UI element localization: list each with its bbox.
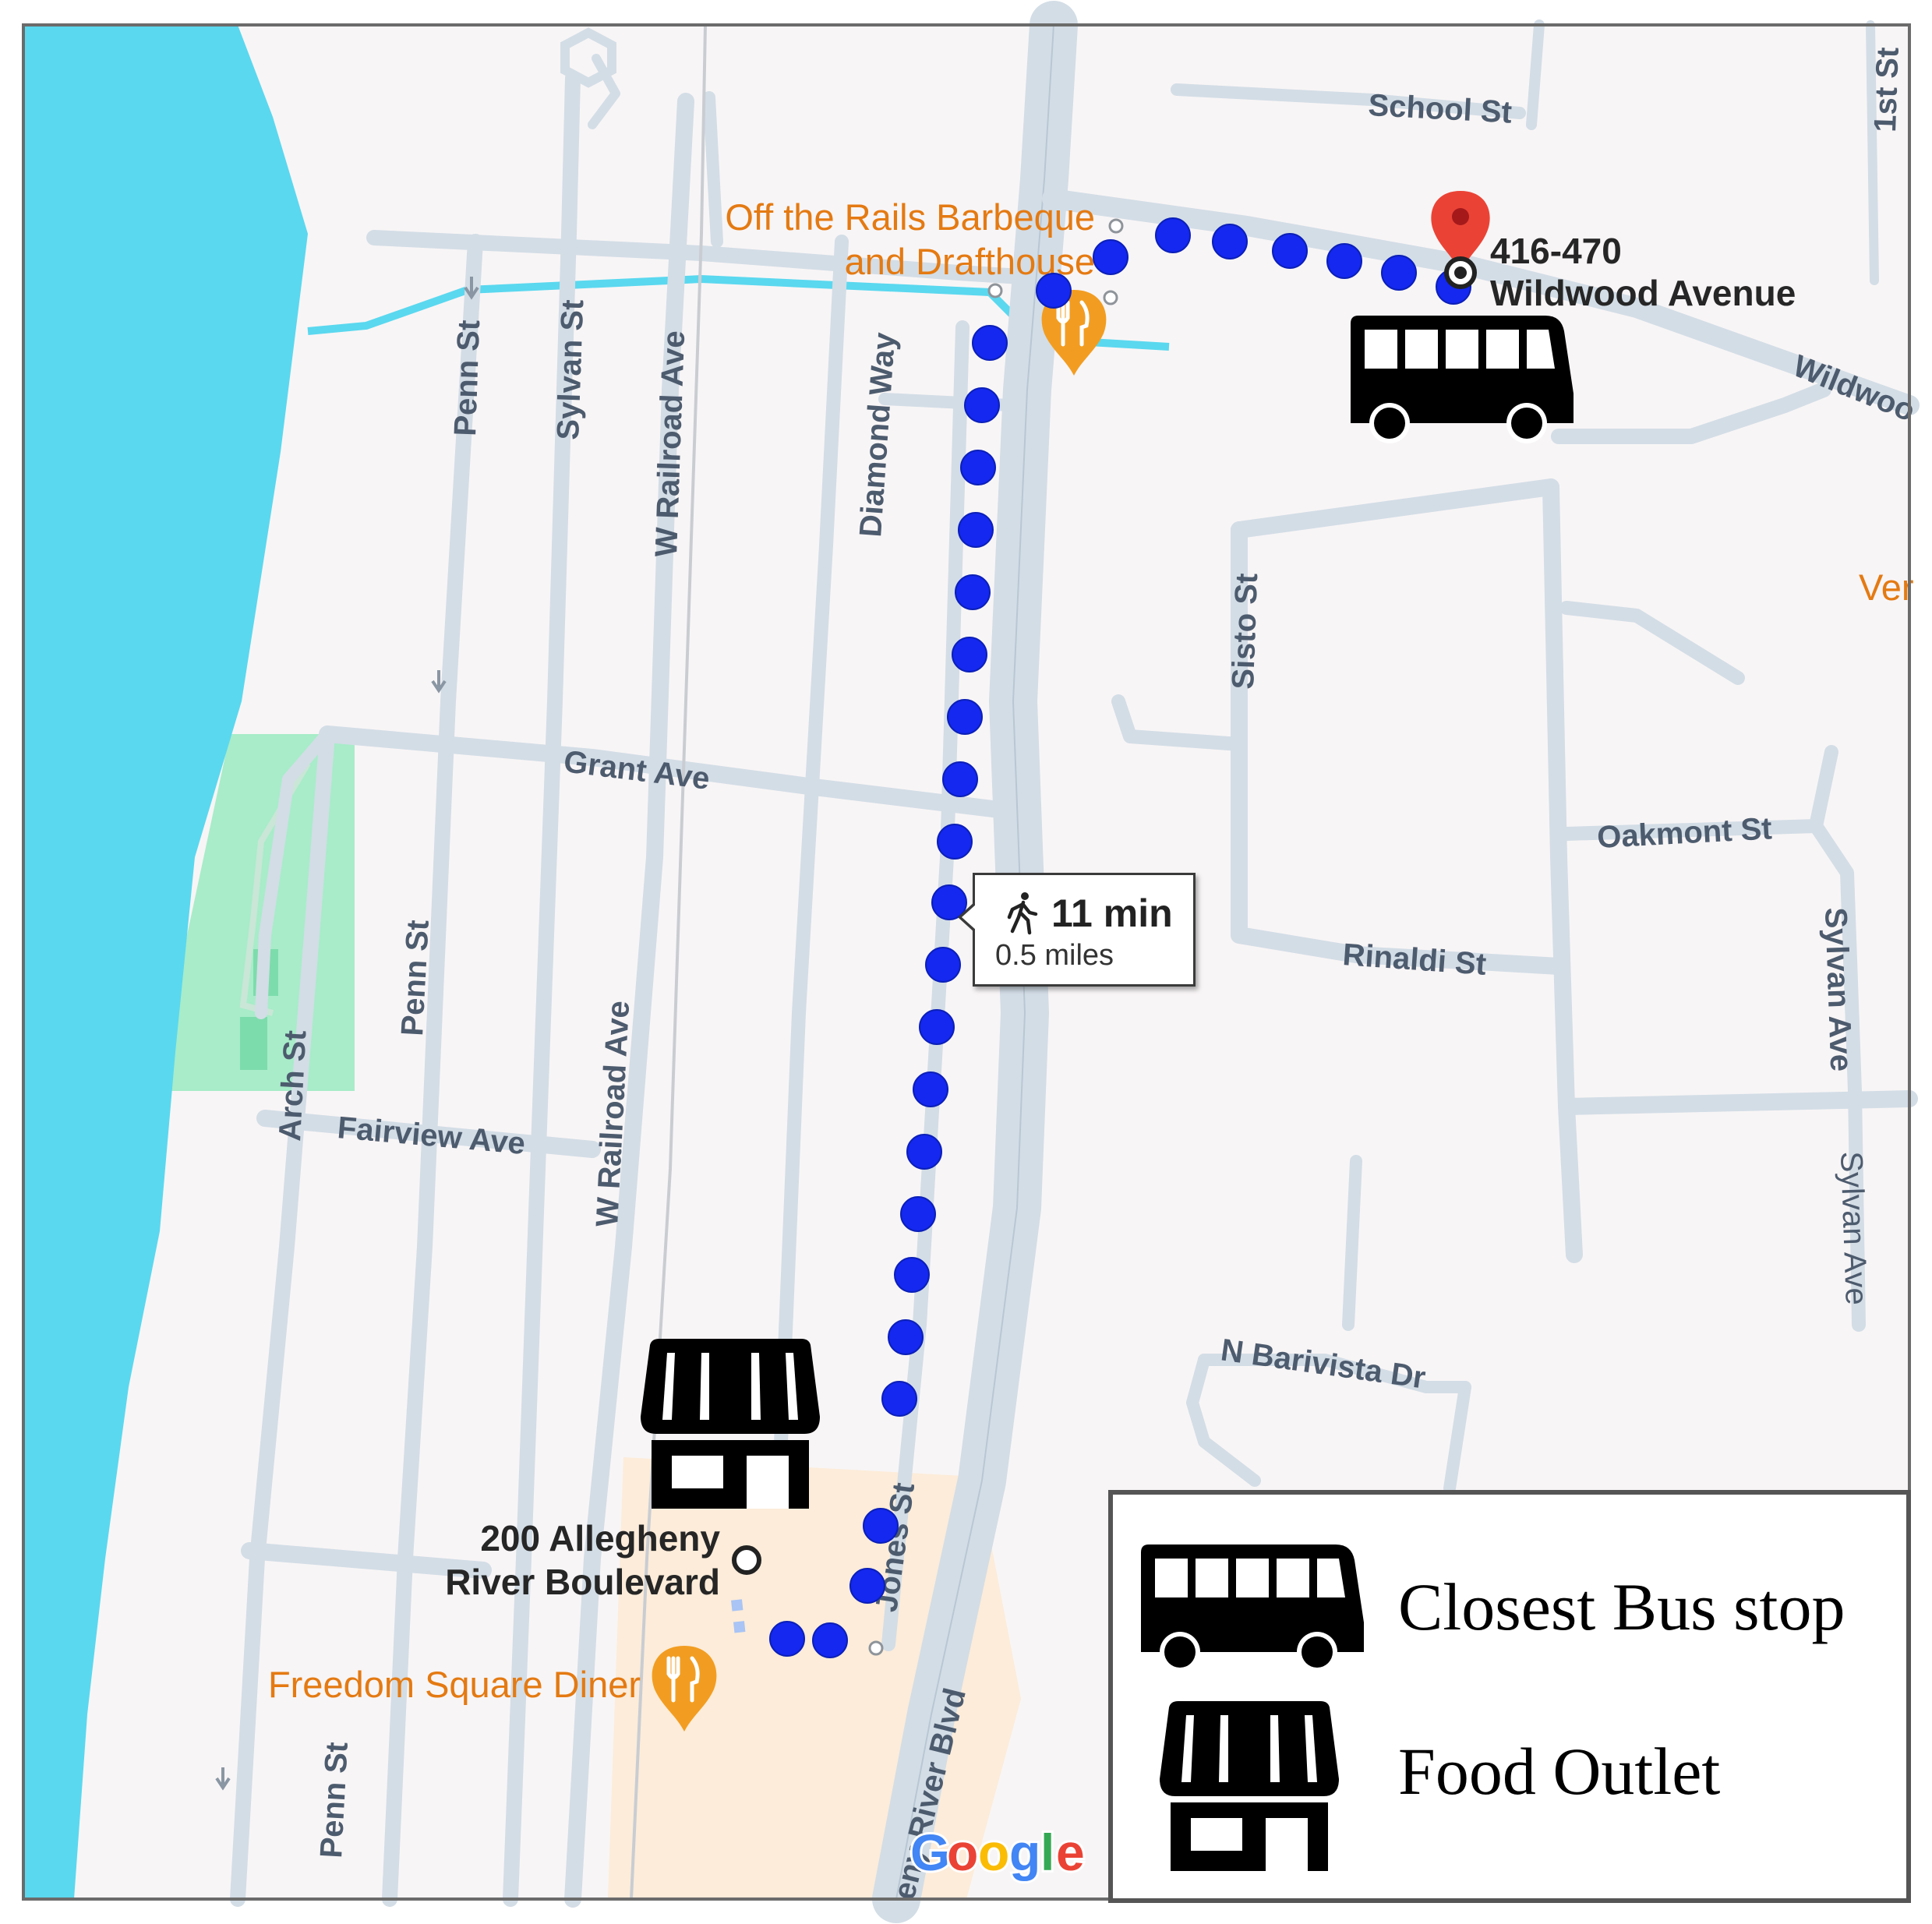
route-dot (1036, 273, 1072, 309)
street-label-school-st: School St (1368, 88, 1513, 130)
road-network (230, 1, 1920, 1923)
legend-item-bus-stop: Closest Bus stop (1113, 1526, 1906, 1705)
route-duration: 11 min (1051, 891, 1173, 935)
street-label-sylvan-ave-2: Sylvan Ave (1834, 1151, 1874, 1306)
map-frame (22, 23, 1911, 1901)
storefront-icon (1160, 1701, 1339, 1871)
svg-text:e: e (1056, 1823, 1085, 1881)
route-dot (1093, 239, 1128, 275)
route-dot (888, 1319, 924, 1355)
bus-icon (1141, 1544, 1364, 1672)
legend-item-food-outlet: Food Outlet (1113, 1701, 1906, 1880)
route-dot (881, 1381, 917, 1417)
route-dot (1326, 243, 1362, 279)
one-way-arrow-icon (215, 1767, 231, 1791)
river (23, 25, 308, 1899)
street-label-1st-st: 1st St (1868, 47, 1906, 132)
destination-pin-icon[interactable] (1431, 191, 1490, 289)
bus-icon (1351, 316, 1574, 443)
route-distance: 0.5 miles (995, 939, 1114, 972)
street-label-arch-st: Arch St (273, 1029, 313, 1142)
street-label-w-railroad-ave: W Railroad Ave (649, 330, 691, 558)
one-way-arrow-icon (464, 277, 479, 300)
route-dot (1155, 217, 1191, 253)
street-label-penn-st-3: Penn St (314, 1741, 355, 1859)
street-label-penn-st-2: Penn St (395, 919, 436, 1036)
destination-address-line1: 416-470 (1490, 231, 1622, 271)
route-dot (958, 512, 994, 548)
svg-text:o: o (947, 1823, 978, 1881)
origin-address-line1: 200 Allegheny (480, 1518, 720, 1559)
route-dot (900, 1196, 936, 1232)
route-connector (731, 1599, 746, 1637)
route-dot (812, 1622, 848, 1658)
svg-text:l: l (1040, 1823, 1054, 1881)
route-dot (937, 824, 973, 860)
route-dot (952, 637, 987, 673)
restaurant-pin-icon[interactable] (652, 1646, 717, 1732)
origin-marker[interactable] (732, 1545, 761, 1575)
route-info-bubble[interactable]: 11 min 0.5 miles (958, 873, 1196, 987)
legend-label-bus-stop: Closest Bus stop (1398, 1569, 1845, 1644)
route-waypoint (868, 218, 1124, 1656)
route-dot (769, 1621, 805, 1657)
legend-label-food-outlet: Food Outlet (1398, 1734, 1721, 1809)
route-dot (849, 1568, 885, 1604)
svg-text:g: g (1009, 1823, 1040, 1881)
street-label-sylvan-ave: Sylvan Ave (1818, 907, 1858, 1072)
restaurant-pin-icon[interactable] (1041, 290, 1107, 376)
street-label-penn-st: Penn St (448, 319, 486, 436)
route-dot (919, 1009, 955, 1045)
route-dot (947, 699, 983, 735)
route-dot (906, 1134, 942, 1170)
storefront-icon (641, 1339, 820, 1509)
route-dot (1381, 255, 1417, 291)
route-dot (1212, 224, 1248, 259)
route-dot (942, 761, 978, 797)
route-dot (972, 325, 1008, 361)
route-dot (894, 1257, 930, 1293)
roundabout (560, 27, 616, 88)
route-dot (960, 450, 996, 485)
railroad (630, 24, 707, 1900)
poi-label-partial: Ver (1859, 567, 1914, 608)
street-label-sylvan-st: Sylvan St (551, 299, 590, 441)
origin-address-line2: River Boulevard (445, 1562, 720, 1602)
route-dot (964, 387, 1000, 423)
park-field (240, 1017, 267, 1070)
bubble-pointer-fill (962, 904, 977, 930)
svg-text:o: o (978, 1823, 1009, 1881)
poi-label-off-the-rails: Off the Rails Barbeque (725, 196, 1095, 238)
route-dot (863, 1508, 899, 1544)
svg-text:G: G (910, 1823, 950, 1881)
one-way-arrow-icon (431, 670, 447, 694)
route-dot (1272, 233, 1308, 269)
map-legend: Closest Bus stop Food Outlet (1108, 1490, 1911, 1903)
poi-label-freedom-square-diner: Freedom Square Diner (268, 1664, 641, 1705)
google-logo: G o o g l e (908, 1821, 1087, 1883)
route-dot (913, 1071, 948, 1107)
street-label-sisto-st: Sisto St (1226, 573, 1264, 690)
route-dot (925, 947, 961, 983)
route-dot (955, 574, 991, 610)
destination-address-line2: Wildwood Avenue (1490, 273, 1796, 313)
walking-person-icon (1007, 892, 1038, 935)
